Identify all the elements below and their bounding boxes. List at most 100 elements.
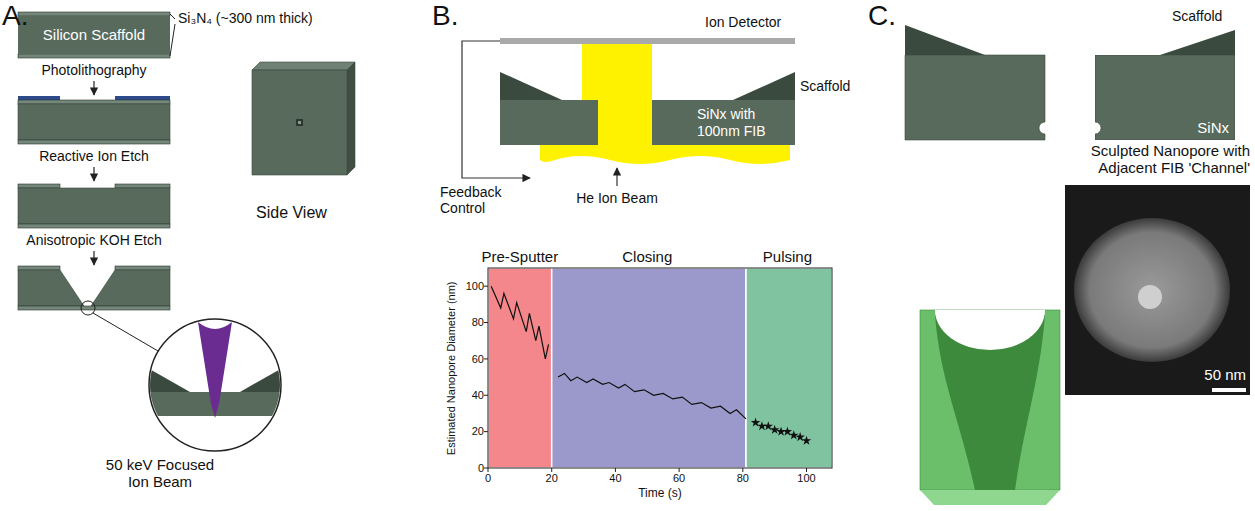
nitride-layer — [18, 140, 170, 144]
image-caption: Sculpted Nanopore with Adjacent FIB 'Cha… — [1055, 142, 1250, 177]
node-label: SiNx with 100nm FIB — [697, 106, 789, 138]
tick-label: 20 — [546, 472, 558, 485]
tick-mark — [488, 468, 489, 472]
tem-image — [1065, 185, 1250, 395]
diameter-chart — [484, 268, 832, 472]
panel-b-art — [462, 38, 832, 472]
node-label: Silicon Scaffold — [43, 26, 145, 43]
render-opening — [935, 310, 1045, 350]
tem-nanopore — [1138, 285, 1162, 309]
nitride-layer — [18, 224, 170, 228]
tick-mark — [615, 468, 616, 472]
etched-silicon — [18, 270, 84, 306]
photoresist — [18, 96, 60, 100]
pulse-marker — [802, 436, 812, 445]
tick-label: 0 — [478, 462, 484, 475]
render-block — [920, 310, 1060, 490]
nitride-layer — [18, 266, 60, 270]
tick-label: 80 — [737, 472, 749, 485]
tick-mark — [484, 468, 488, 469]
nitride-layer — [18, 184, 60, 188]
scaffold-slope — [148, 368, 190, 392]
tick-mark — [679, 468, 680, 472]
photoresist — [115, 96, 170, 100]
nitride-layer — [18, 54, 170, 58]
tick-mark — [484, 431, 488, 432]
phase-band — [488, 268, 552, 468]
tick-label: 100 — [797, 472, 815, 485]
scale-label: 50 nm — [1204, 366, 1246, 383]
tick-mark — [484, 286, 488, 287]
panel-c-art — [905, 25, 1250, 505]
step-arrow — [93, 251, 94, 265]
plate-front — [252, 70, 347, 175]
scaffold-slope — [500, 72, 562, 100]
step-label: Anisotropic KOH Etch — [26, 232, 161, 248]
tick-mark — [484, 322, 488, 323]
tick-label: 0 — [485, 472, 491, 485]
zoom-line — [93, 313, 158, 351]
phase-band — [552, 268, 746, 468]
scaffold-slope — [1160, 30, 1235, 55]
zoom-marker — [81, 301, 95, 315]
leader-line — [170, 14, 175, 19]
step-arrow — [93, 167, 94, 181]
tick-label: 80 — [472, 316, 484, 329]
ion-beam-cone — [198, 322, 232, 418]
node-label: SiNx — [1197, 119, 1229, 136]
beam-arrow — [616, 168, 617, 186]
silicon-wafer — [18, 188, 170, 224]
ion-detector — [500, 38, 795, 44]
part-label: Ion Detector — [705, 14, 781, 30]
tem-pore-region — [1074, 218, 1230, 362]
step-label: Reactive Ion Etch — [39, 148, 149, 164]
tick-label: 40 — [472, 389, 484, 402]
scaffold-box: Silicon Scaffold — [18, 16, 170, 54]
panel-letter: C. — [868, 0, 896, 32]
tick-label: 100 — [466, 280, 484, 293]
tick-mark — [806, 468, 807, 472]
closing-trace — [558, 373, 746, 418]
pulse-marker — [770, 425, 780, 434]
sinx-block — [905, 55, 1045, 140]
sinx-membrane — [500, 100, 598, 145]
tick-label: 20 — [472, 425, 484, 438]
etched-silicon — [91, 270, 170, 306]
part-label: Scaffold — [1172, 8, 1222, 24]
phase-label: Pre-Sputter — [482, 248, 559, 265]
presputter-trace — [491, 286, 548, 359]
feedback-line — [462, 41, 530, 178]
scale-bar — [1212, 388, 1246, 392]
tick-mark — [484, 358, 488, 359]
scaffold-slope — [905, 25, 985, 55]
view-label: Side View — [256, 204, 327, 222]
plate-top — [252, 62, 355, 70]
beam-label: He Ion Beam — [576, 190, 658, 206]
nitride-layer — [115, 184, 170, 188]
sinx-block — [1095, 55, 1235, 140]
phase-band — [746, 268, 832, 468]
tick-mark — [742, 468, 743, 472]
zoom-content — [148, 322, 282, 418]
plot-frame — [488, 268, 832, 468]
render-base — [920, 490, 1060, 505]
nitride-layer — [18, 100, 170, 104]
phase-label: Pulsing — [763, 248, 812, 265]
silicon-wafer — [18, 104, 170, 140]
scaffold-slope — [733, 72, 795, 100]
tick-mark — [551, 468, 552, 472]
step-label: Photolithography — [41, 62, 146, 78]
panel-letter: B. — [432, 0, 458, 32]
window-mark — [296, 119, 303, 126]
tick-label: 60 — [673, 472, 685, 485]
phase-label: Closing — [622, 248, 672, 265]
window-mark — [298, 121, 301, 124]
pulse-marker — [789, 430, 799, 439]
axis-title: Time (s) — [638, 487, 682, 501]
sinx-block: SiNx — [1095, 55, 1235, 140]
panel-a-art — [18, 12, 355, 451]
tick-label: 60 — [472, 353, 484, 366]
axis-title: Estimated Nanopore Diameter (nm) — [446, 281, 459, 455]
zoom-circle — [149, 319, 281, 451]
leader-line — [170, 24, 175, 56]
